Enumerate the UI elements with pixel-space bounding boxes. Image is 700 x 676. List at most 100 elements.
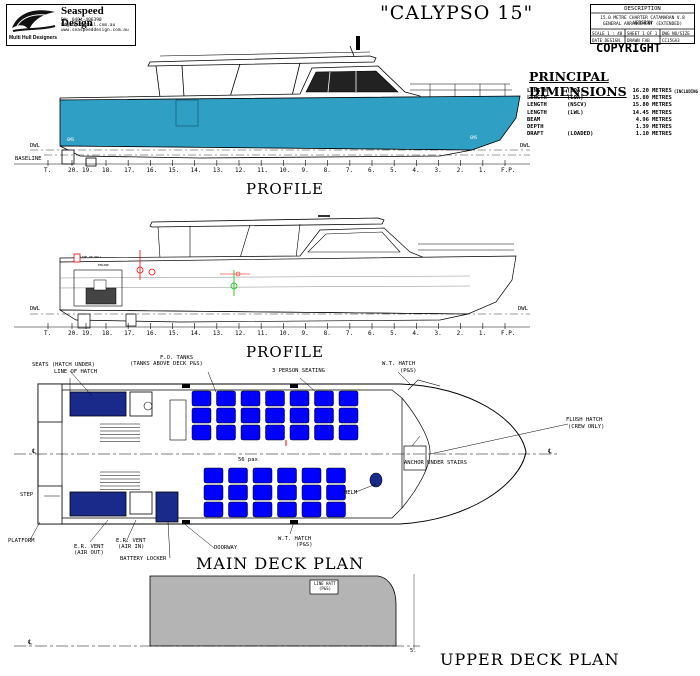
dimension-value: 15.80	[632, 95, 649, 102]
passenger-seat	[191, 424, 212, 441]
title-block-description: 15.0 METRE CHARTER CATAMARAN V.8 VERSION	[600, 16, 685, 26]
passenger-seat	[314, 407, 334, 424]
station-label: 9.	[301, 167, 309, 174]
dimension-note: (INCLUDING PLATFORM)	[673, 89, 700, 94]
passenger-seat	[203, 484, 224, 501]
dimension-name: LENGTH	[527, 95, 547, 102]
passenger-seat	[228, 467, 248, 484]
dimension-unit: METRES	[652, 124, 672, 131]
passenger-seat	[326, 484, 346, 501]
title-block: DESCRIPTION 15.0 METRE CHARTER CATAMARAN…	[590, 4, 695, 44]
station-label: T.	[44, 167, 52, 174]
passenger-seat	[216, 424, 236, 441]
passenger-seat	[265, 407, 285, 424]
fo-tanks-label: F.O. TANKS	[160, 355, 194, 361]
station-label: 6.	[368, 167, 376, 174]
copyright-label: COPYRIGHT	[596, 41, 662, 55]
passenger-seat	[289, 424, 310, 441]
profile1-station-ticks	[47, 160, 506, 166]
passenger-seat	[265, 390, 285, 407]
title-block-heading: DESCRIPTION	[624, 6, 661, 12]
passenger-seat	[203, 467, 224, 484]
station-label: 5.	[390, 167, 398, 174]
dimension-unit: METRES	[652, 95, 672, 102]
profile1-dwl-right: DWL	[520, 143, 530, 149]
passenger-seat	[265, 424, 285, 441]
station-label: 6.	[368, 330, 376, 337]
dimension-name: LENGTH	[527, 109, 547, 116]
station-label: 7.	[345, 330, 354, 337]
profile-view-2: LINE OF HULL ENGINE	[14, 215, 530, 329]
dimension-qual: (LOA)	[567, 95, 584, 102]
svg-text:LINE OF HULL: LINE OF HULL	[80, 255, 102, 259]
svg-text:ENGINE: ENGINE	[98, 263, 109, 267]
project-title: "CALYPSO 15"	[380, 2, 534, 24]
dimension-value: 15.80	[632, 102, 649, 109]
passenger-seat	[240, 407, 261, 424]
wt-hatch-bottom-note: (P&S)	[296, 542, 313, 548]
passenger-seat	[338, 390, 359, 407]
upper-hatch-note: (P&S)	[319, 586, 332, 591]
station-label: 16.	[146, 330, 158, 337]
station-label: 8.	[323, 167, 331, 174]
seats-hatch-under-label: SEATS (HATCH UNDER)	[32, 362, 95, 368]
profile2-dwl-right: DWL	[518, 306, 528, 312]
station-label: 8.	[323, 330, 331, 337]
centerline-right-symbol: ℄	[548, 447, 553, 455]
company-phone: PH: 0404-406390	[61, 18, 102, 23]
dimension-value: 1.39	[635, 124, 649, 131]
dimension-name: LENGTH	[527, 102, 547, 109]
company-name: Seaspeed Design	[61, 5, 104, 29]
passenger-seat	[326, 467, 346, 484]
passenger-seat	[301, 467, 322, 484]
station-label: 4.	[412, 330, 420, 337]
dimension-unit: METRES	[652, 109, 672, 116]
centerline-left-symbol: ℄	[32, 447, 37, 455]
station-label: 2.	[456, 330, 464, 337]
company-logo-box: Seaspeed Design PH: 0404-406390 bdgan@oz…	[6, 4, 136, 46]
upper-deck-plan	[14, 574, 420, 650]
station-label: 16.	[146, 167, 158, 174]
station-label: 2.	[456, 167, 464, 174]
battery-locker-label: BATTERY LOCKER	[120, 556, 167, 562]
passenger-seat	[228, 484, 248, 501]
passenger-seat	[216, 407, 236, 424]
company-tagline: Multi Hull Designers	[9, 35, 58, 41]
upper-hatch-label: LINE HATT	[314, 581, 336, 586]
passenger-seat	[252, 484, 273, 501]
station-label: 11.	[257, 330, 268, 337]
principal-dimensions-title: PRINCIPAL DIMENSIONS	[529, 69, 627, 99]
dimension-value: 1.10	[635, 131, 649, 138]
title-block-sheet: SHEET 1 OF 1	[627, 31, 658, 36]
station-label: T.	[44, 330, 52, 337]
passenger-seat	[301, 484, 322, 501]
passenger-seat	[252, 467, 273, 484]
passenger-seat	[277, 501, 297, 518]
er-vent-out-note: (AIR OUT)	[74, 550, 104, 556]
flush-hatch-note: (CREW ONLY)	[568, 424, 605, 430]
profile2-label: PROFILE	[246, 343, 324, 361]
passenger-seat	[277, 467, 297, 484]
passenger-seat	[314, 390, 334, 407]
line-of-hatch-label: LINE OF HATCH	[54, 369, 98, 375]
passenger-seat	[289, 407, 310, 424]
station-label: 11.	[257, 167, 268, 174]
fo-tanks-note: (TANKS ABOVE DECK P&S)	[130, 361, 203, 367]
dimension-unit: METRES	[652, 131, 672, 138]
station-label: 5.	[390, 330, 398, 337]
company-website: www.seaspeeddesign.com.au	[61, 28, 129, 33]
wt-hatch-bottom-label: W.T. HATCH	[278, 536, 312, 542]
svg-text:GMS: GMS	[470, 135, 478, 140]
station-label: 1.	[478, 330, 487, 337]
dimension-qual: (NSCV)	[567, 102, 587, 109]
passenger-seat	[338, 424, 359, 441]
passenger-seat	[228, 501, 248, 518]
passenger-seating-blocks	[191, 390, 359, 518]
